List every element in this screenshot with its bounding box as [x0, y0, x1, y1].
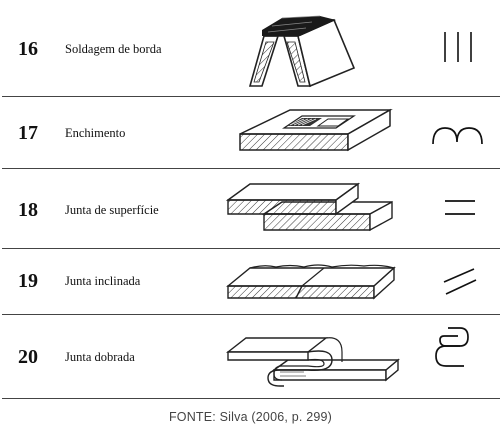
table-row: 19 Junta inclinada: [2, 248, 500, 314]
row-number: 19: [18, 270, 38, 292]
row-number: 18: [18, 199, 38, 221]
table-row: 17 Enchimento: [2, 96, 500, 168]
folded-joint-symbol: [435, 327, 469, 367]
table-row: 18 Junta de superfície: [2, 168, 500, 248]
source-caption: FONTE: Silva (2006, p. 299): [168, 410, 333, 424]
row-label: Junta de superfície: [65, 203, 159, 217]
row-number: 16: [18, 38, 38, 60]
inclined-joint-drawing: [226, 264, 396, 300]
row-divider: [2, 168, 500, 169]
surface-joint-symbol: [445, 200, 475, 215]
inclined-joint-symbol: [443, 268, 477, 295]
surface-joint-drawing: [225, 182, 393, 232]
row-divider: [2, 96, 500, 97]
table-row: 16 Soldagem de borda: [2, 0, 500, 96]
edge-weld-symbol: [444, 32, 472, 62]
row-label: Soldagem de borda: [65, 42, 162, 56]
table-row: 20 Junta dobrada: [2, 314, 500, 398]
row-number: 17: [18, 122, 38, 144]
folded-joint-drawing: [225, 337, 400, 387]
row-divider: [2, 398, 500, 399]
row-number: 20: [18, 346, 38, 368]
surfacing-symbol: [432, 127, 483, 145]
row-divider: [2, 248, 500, 249]
row-label: Enchimento: [65, 126, 126, 140]
surfacing-weld-drawing: [239, 108, 393, 152]
row-label: Junta dobrada: [65, 350, 135, 364]
edge-weld-drawing: [248, 15, 356, 88]
row-label: Junta inclinada: [65, 274, 141, 288]
row-divider: [2, 314, 500, 315]
